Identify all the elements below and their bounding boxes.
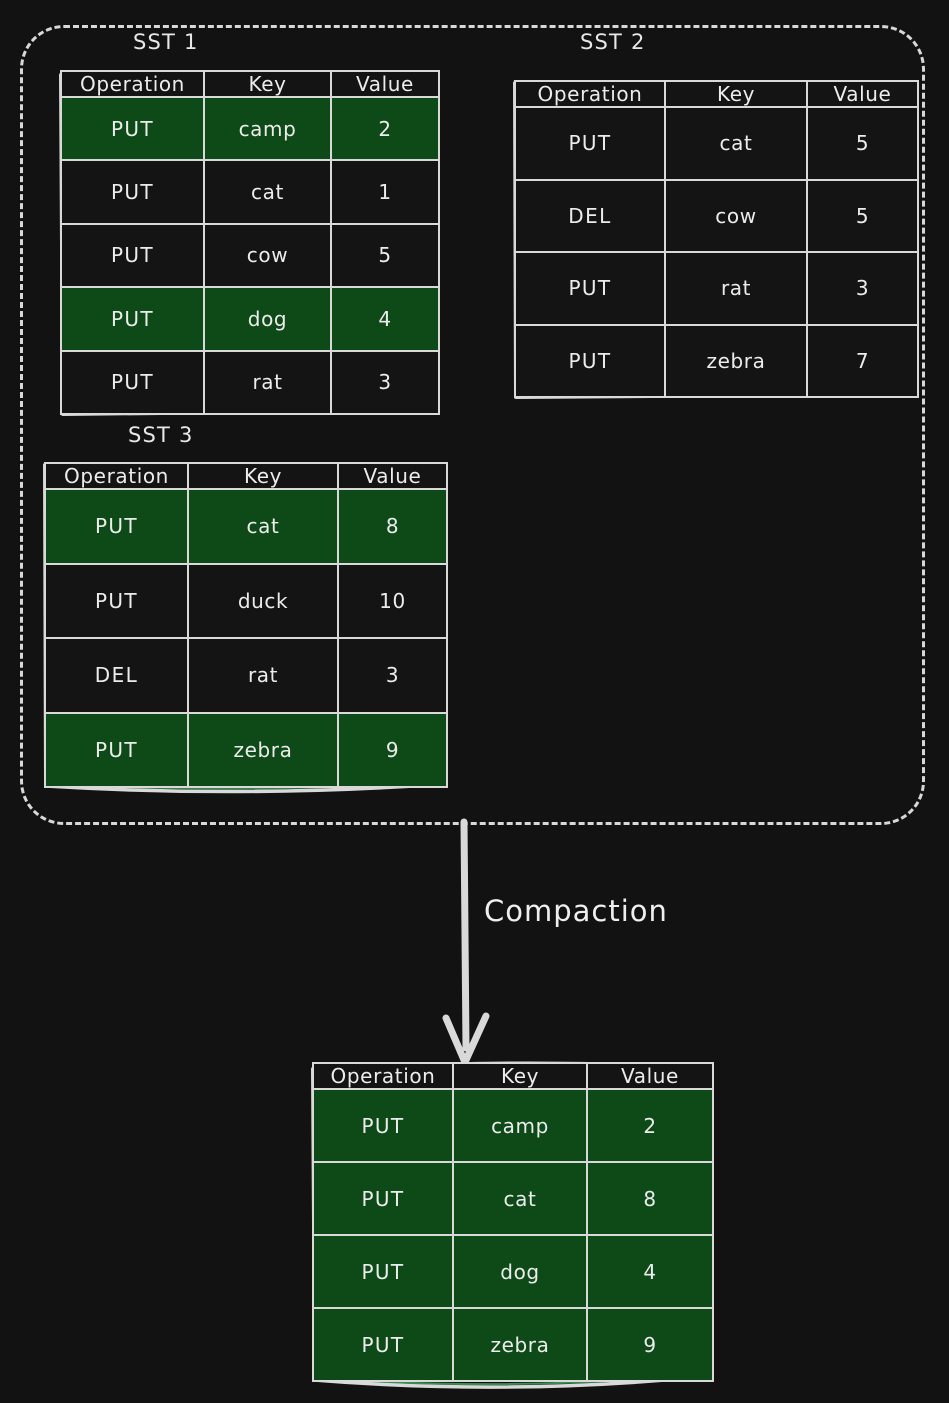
cell-operation: PUT (514, 106, 666, 181)
cell-value: 4 (330, 286, 440, 352)
cell-key: cat (203, 159, 332, 225)
cell-operation: PUT (60, 222, 205, 289)
column-header-key: Key (452, 1062, 588, 1090)
column-header-operation: Operation (514, 80, 666, 108)
cell-operation: DEL (44, 637, 189, 714)
column-header-value: Value (806, 80, 919, 108)
column-header-operation: Operation (60, 70, 205, 98)
cell-operation: PUT (60, 349, 205, 416)
column-header-operation: Operation (312, 1062, 454, 1090)
sst-2-label: SST 2 (580, 30, 646, 54)
compacted-output-table: Operation Key Value PUT camp 2 PUT cat 8… (311, 1061, 714, 1389)
cell-operation: PUT (60, 286, 205, 352)
table-header-row: Operation Key Value (312, 1062, 714, 1090)
column-header-key: Key (664, 80, 808, 108)
cell-value: 5 (806, 178, 919, 253)
sst-1-label: SST 1 (133, 30, 199, 54)
cell-key: cow (203, 222, 332, 289)
cell-operation: PUT (514, 251, 666, 326)
cell-value: 9 (586, 1307, 714, 1382)
cell-operation: PUT (44, 711, 189, 788)
cell-operation: PUT (44, 488, 189, 565)
column-header-key: Key (187, 462, 339, 490)
cell-key: dog (203, 286, 332, 352)
sst-1-table: Operation Key Value PUT camp 2 PUT cat 1… (59, 70, 440, 416)
cell-value: 4 (586, 1234, 714, 1309)
cell-operation: DEL (514, 178, 666, 253)
table-row: PUT cat 5 (514, 106, 919, 181)
cell-value: 3 (330, 349, 440, 416)
cell-operation: PUT (60, 159, 205, 225)
table-header-row: Operation Key Value (514, 80, 919, 108)
table-row: DEL cow 5 (514, 178, 919, 253)
sst-3-table: Operation Key Value PUT cat 8 PUT duck 1… (43, 462, 448, 794)
cell-key: rat (187, 637, 339, 714)
table-row: PUT dog 4 (60, 286, 440, 352)
cell-value: 10 (337, 562, 448, 639)
cell-operation: PUT (60, 95, 205, 162)
cell-value: 5 (330, 222, 440, 289)
cell-key: camp (452, 1088, 588, 1163)
column-header-key: Key (203, 70, 332, 98)
column-header-value: Value (330, 70, 440, 98)
cell-key: cat (664, 106, 808, 181)
cell-value: 9 (337, 711, 448, 788)
table-row: PUT dog 4 (312, 1234, 714, 1309)
cell-operation: PUT (514, 323, 666, 398)
table-row: DEL rat 3 (44, 637, 448, 714)
table-header-row: Operation Key Value (60, 70, 440, 98)
cell-key: rat (664, 251, 808, 326)
table-row: PUT duck 10 (44, 562, 448, 639)
cell-value: 7 (806, 323, 919, 398)
cell-key: cat (187, 488, 339, 565)
cell-operation: PUT (312, 1234, 454, 1309)
input-sst-group (20, 25, 925, 825)
cell-value: 3 (337, 637, 448, 714)
cell-key: camp (203, 95, 332, 162)
cell-key: duck (187, 562, 339, 639)
cell-operation: PUT (44, 562, 189, 639)
cell-key: rat (203, 349, 332, 416)
table-row: PUT cat 8 (44, 488, 448, 565)
cell-operation: PUT (312, 1088, 454, 1163)
compaction-arrow (442, 818, 490, 1064)
cell-key: zebra (664, 323, 808, 398)
table-row: PUT cat 1 (60, 159, 440, 225)
column-header-operation: Operation (44, 462, 189, 490)
cell-key: zebra (452, 1307, 588, 1382)
cell-value: 3 (806, 251, 919, 326)
cell-value: 8 (586, 1161, 714, 1236)
cell-operation: PUT (312, 1161, 454, 1236)
table-row: PUT zebra 9 (312, 1307, 714, 1382)
cell-key: dog (452, 1234, 588, 1309)
cell-key: zebra (187, 711, 339, 788)
table-row: PUT rat 3 (60, 349, 440, 416)
sst-3-label: SST 3 (128, 423, 194, 447)
table-row: PUT zebra 9 (44, 711, 448, 788)
column-header-value: Value (337, 462, 448, 490)
compaction-label: Compaction (484, 894, 668, 928)
column-header-value: Value (586, 1062, 714, 1090)
cell-key: cow (664, 178, 808, 253)
cell-value: 2 (330, 95, 440, 162)
table-header-row: Operation Key Value (44, 462, 448, 490)
cell-value: 1 (330, 159, 440, 225)
table-row: PUT cow 5 (60, 222, 440, 289)
table-row: PUT zebra 7 (514, 323, 919, 398)
table-row: PUT camp 2 (60, 95, 440, 162)
cell-key: cat (452, 1161, 588, 1236)
cell-value: 8 (337, 488, 448, 565)
cell-operation: PUT (312, 1307, 454, 1382)
sst-2-table: Operation Key Value PUT cat 5 DEL cow 5 … (513, 80, 919, 399)
table-row: PUT rat 3 (514, 251, 919, 326)
table-row: PUT camp 2 (312, 1088, 714, 1163)
cell-value: 2 (586, 1088, 714, 1163)
table-row: PUT cat 8 (312, 1161, 714, 1236)
cell-value: 5 (806, 106, 919, 181)
